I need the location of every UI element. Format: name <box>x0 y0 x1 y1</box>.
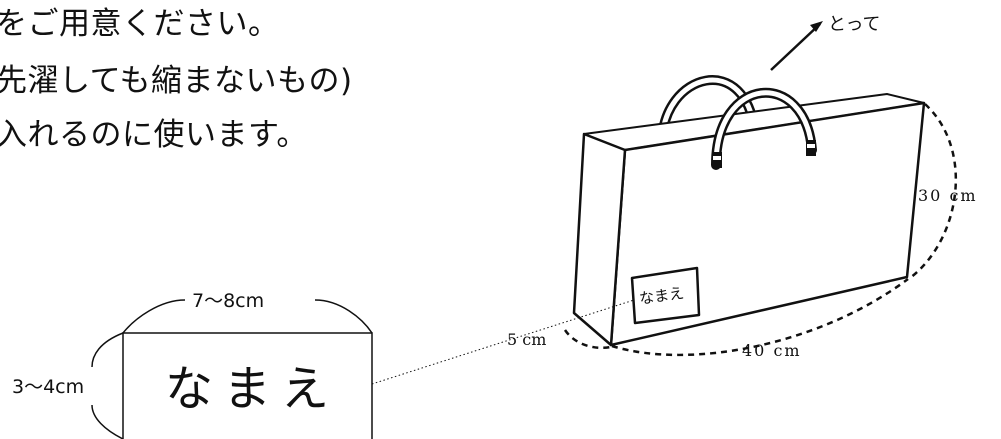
tag-leader-line <box>371 299 635 385</box>
dimension-curves <box>563 103 957 357</box>
height-label: 30 cm <box>918 186 978 205</box>
tag-box <box>122 332 373 439</box>
bag-side-face <box>572 132 627 347</box>
name-tag <box>91 299 373 439</box>
tag-width-bracket <box>122 299 373 334</box>
handle-back-inner <box>659 77 758 147</box>
width-dimension-curve <box>611 277 909 357</box>
tag-height-bracket <box>91 332 124 439</box>
bag-name-label <box>630 266 701 325</box>
tag-height-label: 3～4cm <box>12 376 84 398</box>
rivet-left-2 <box>713 156 721 160</box>
instruction-line-1: をご用意ください。 <box>0 6 280 42</box>
bag-illustration <box>572 75 926 347</box>
handle-front-inner <box>713 90 815 168</box>
handle-label: とって <box>828 14 881 35</box>
instruction-line-3: 入れるのに使います。 <box>0 117 308 153</box>
height-dimension-curve <box>909 103 957 279</box>
depth-label: 5 cm <box>507 330 546 349</box>
instruction-line-2: 先濯しても縮まないもの) <box>0 63 353 99</box>
width-label: 40 cm <box>742 341 802 360</box>
depth-dimension-curve <box>563 329 612 349</box>
rivet-right-2 <box>807 144 815 148</box>
tag-name-text: なまえ <box>165 361 339 417</box>
handle-pointer <box>770 21 823 71</box>
tag-width-label: 7～8cm <box>192 290 264 312</box>
